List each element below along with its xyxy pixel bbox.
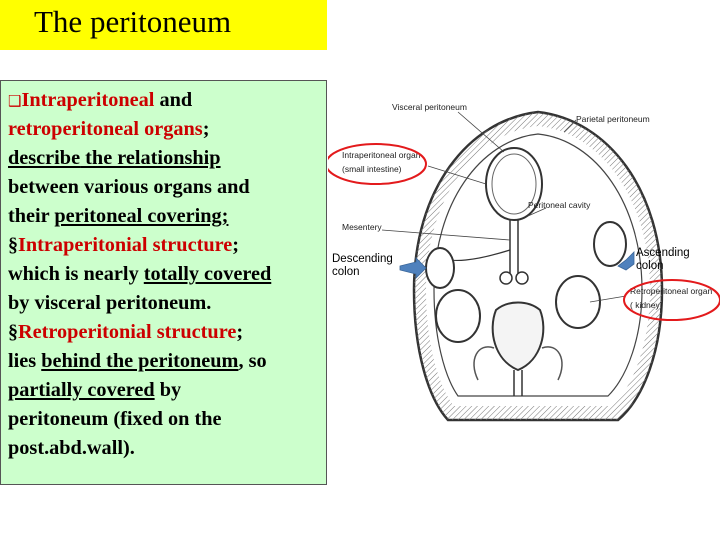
highlight-retroperitoneal [623,279,720,321]
pointer-parietal [563,119,577,133]
pointer-cavity [527,207,547,217]
text-semicolon-2: ; [232,234,240,256]
line-9: §Retroperitonial structure; [8,318,326,347]
label-intraperitoneal-organ: Intraperitoneal organ [342,150,421,160]
line-5: their peritoneal covering; [8,202,326,231]
term-intraperitonial-structure: Intraperitonial structure [18,234,233,256]
label-visceral-peritoneum: Visceral peritoneum [392,102,467,112]
ascending-colon-organ [593,221,627,267]
term-peritoneal-covering: peritoneal covering; [54,205,229,227]
arrow-ascending [617,251,635,271]
text-lies: lies [8,350,42,372]
term-partially-covered: partially covered [8,379,155,401]
label-descending-colon-1: Descending [332,253,393,265]
text-semicolon-3: ; [236,321,244,343]
box-bullet-icon: ❑ [8,92,22,110]
label-kidney: ( kidney) [630,300,663,310]
label-small-intestine: (small intestine) [342,164,402,174]
text-semicolon: ; [202,118,210,140]
line-6: §Intraperitonial structure; [8,231,326,260]
square-bullet-icon: § [8,234,18,256]
text-which-is-nearly: which is nearly [8,263,144,285]
line-12: peritoneum (fixed on the [8,408,222,430]
parietal-peritoneum-line [433,133,643,397]
term-totally-covered: totally covered [143,263,272,285]
kidney-right [555,275,601,329]
psoas-right [541,346,563,381]
line-13: post.abd.wall). [8,437,135,459]
label-mesentery: Mesentery [342,222,382,232]
line-2: retroperitoneal organs; [8,115,326,144]
line-10: lies behind the peritoneum, so [8,347,326,376]
line-7: which is nearly totally covered [8,260,326,289]
small-intestine-lumen [491,153,537,215]
label-parietal-peritoneum: Parietal peritoneum [576,114,650,124]
descending-colon-organ [425,247,455,289]
text-so: , so [238,350,267,372]
vertebra-spine [513,370,523,396]
text-panel: ❑Intraperitoneal and retroperitoneal org… [0,80,327,485]
label-peritoneal-cavity: Peritoneal cavity [528,200,591,210]
term-describe: describe [8,147,81,169]
line-11: partially covered by [8,376,326,405]
line-4: between various organs and [8,176,250,198]
term-behind-peritoneum: behind the peritoneum [41,350,239,372]
term-retroperitonial-structure: Retroperitonial structure [18,321,237,343]
body-wall-hatch [414,112,662,420]
pointer-retroperitoneal [589,295,627,303]
arrow-descending [399,257,427,279]
line-8: by visceral peritoneum. [8,292,212,314]
line-3: describe the relationship [8,144,326,173]
peritoneum-diagram: Visceral peritoneum Parietal peritoneum … [328,80,720,480]
pointer-mesentery [381,229,511,241]
kidney-left [435,289,481,343]
term-intraperitoneal: Intraperitoneal [21,89,155,111]
cross-section-svg: Visceral peritoneum Parietal peritoneum … [328,102,720,422]
page-title: The peritoneum [34,4,232,39]
highlight-intraperitoneal [328,143,427,185]
title-box: The peritoneum [0,0,327,50]
vessel-right [515,271,529,285]
psoas-left [473,346,495,381]
text-and: and [154,89,193,111]
label-retroperitoneal-organ: Retroperitoneal organ [630,286,712,296]
label-ascending-colon-2: colon [636,260,664,272]
text-their: their [8,205,55,227]
text-relationship: the relationship [80,147,221,169]
vertebra [491,301,545,372]
vessel-left [499,271,513,285]
text-by: by [154,379,182,401]
pointer-visceral [457,111,505,153]
panel-text: ❑Intraperitoneal and retroperitoneal org… [8,86,326,463]
term-retroperitoneal-organs: retroperitoneal organs [8,118,203,140]
pointer-intraperitoneal [427,165,487,185]
label-descending-colon-2: colon [332,266,360,278]
square-bullet-icon: § [8,321,18,343]
line-1: ❑Intraperitoneal and [8,86,326,115]
label-ascending-colon-1: Ascending [636,247,690,259]
